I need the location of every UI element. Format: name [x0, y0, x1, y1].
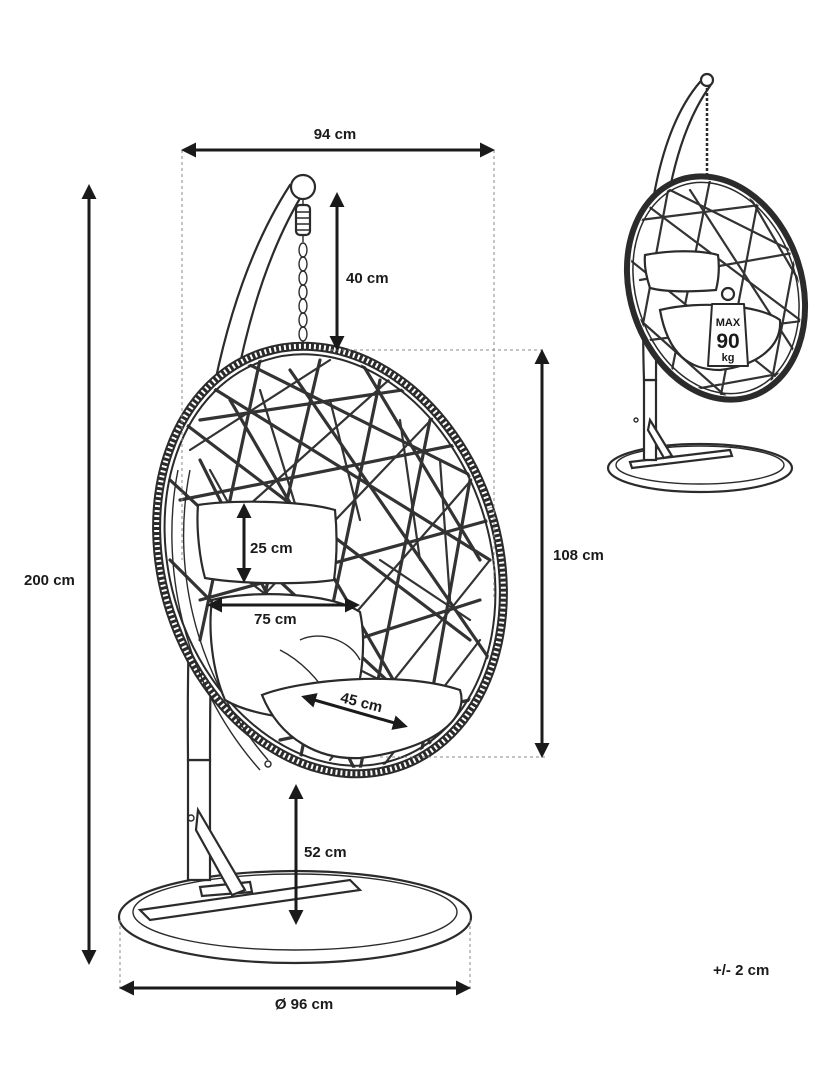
chain-and-spring — [294, 200, 312, 352]
tolerance-label: +/- 2 cm — [713, 962, 769, 979]
dimension-guides — [119, 150, 545, 990]
dimension-labels: 94 cm 40 cm 200 cm 108 cm 25 cm 75 cm 45… — [24, 126, 769, 1013]
top-width-label: 94 cm — [314, 126, 357, 143]
max-load-unit: kg — [722, 352, 735, 364]
max-load-value: 90 — [716, 330, 739, 353]
base-diameter-label: Ø 96 cm — [275, 996, 333, 1013]
main-chair-illustration — [117, 173, 508, 965]
cushion-width-label: 75 cm — [254, 611, 297, 628]
small-base — [606, 442, 794, 494]
dimension-arrows — [81, 142, 550, 996]
max-load-max-label: MAX — [716, 317, 741, 329]
seat-depth-arrow — [301, 693, 408, 730]
seat-height-label: 108 cm — [553, 547, 604, 564]
cushion-height-label: 25 cm — [250, 540, 293, 557]
ground-clearance-label: 52 cm — [304, 844, 347, 861]
max-load-weight-tag: MAX 90 kg — [707, 286, 749, 367]
small-chair-illustration: MAX 90 kg — [606, 72, 812, 494]
total-height-label: 200 cm — [24, 572, 75, 589]
small-egg-basket — [623, 173, 812, 403]
chain-length-label: 40 cm — [346, 270, 389, 287]
